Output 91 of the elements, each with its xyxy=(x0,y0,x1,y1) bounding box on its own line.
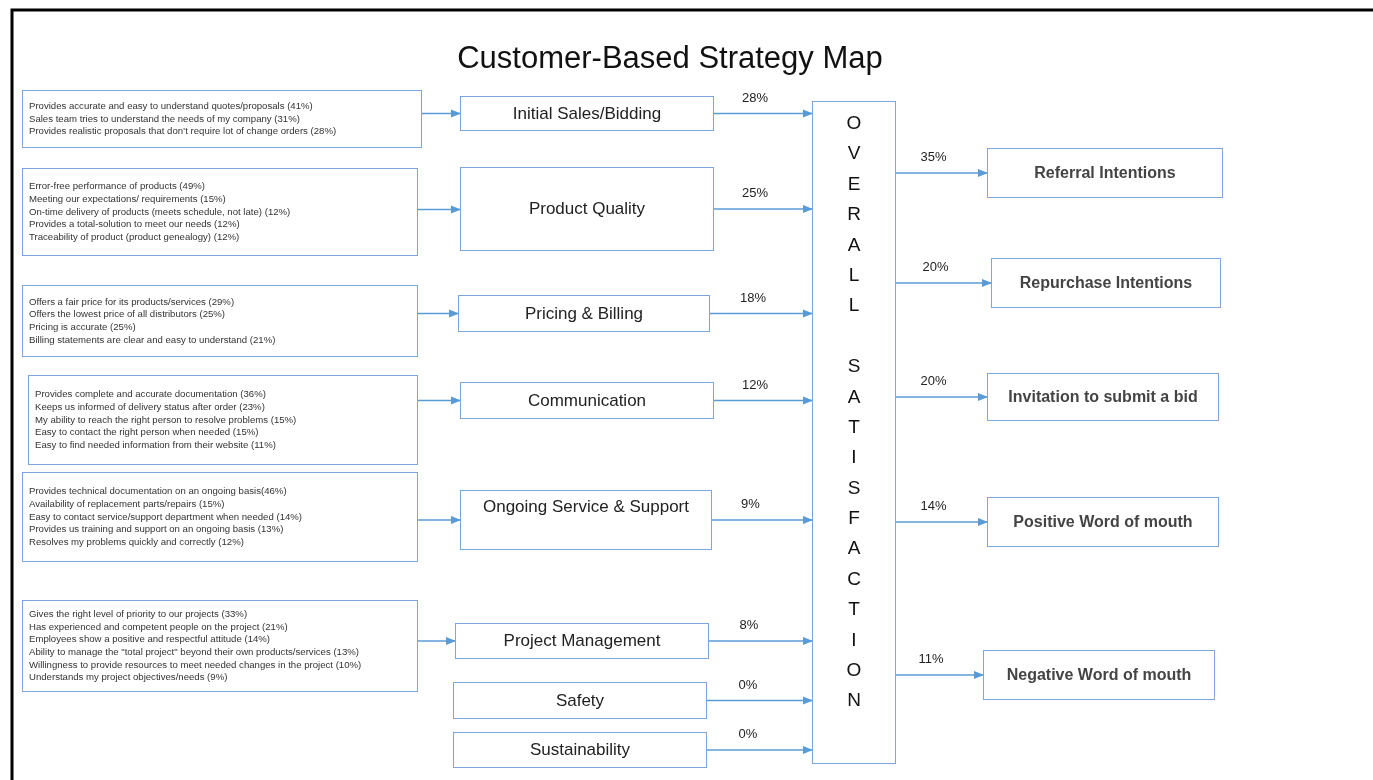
attribute-text: Has experienced and competent people on the project (21%) xyxy=(29,620,289,634)
attribute-text: Offers a fair price for its products/services (29%) xyxy=(29,295,236,309)
driver-label: Product Quality xyxy=(528,199,646,219)
driver-label: Ongoing Service & Support xyxy=(483,497,689,517)
outcome-box xyxy=(983,650,1215,700)
driver-box xyxy=(453,732,707,768)
attribute-text: Easy to contact service/support department when needed (14%) xyxy=(29,510,304,524)
attribute-text: Offers the lowest price of all distributors (25%) xyxy=(29,308,227,321)
arrow xyxy=(895,168,989,178)
attribute-text: On-time delivery of products (meets schedule, not late) (12%) xyxy=(29,205,292,219)
attribute-text: Easy to find needed information from their website (11%) xyxy=(35,439,277,452)
attribute-text: Meeting our expectations/ requirements (15%) xyxy=(29,193,227,206)
diagram-title: Customer-Based Strategy Map xyxy=(457,40,883,76)
arrow xyxy=(417,636,457,646)
attribute-text: Ability to manage the "total project" beyond their own products/services (13%) xyxy=(29,646,360,659)
driver-box xyxy=(453,682,707,719)
attribute-list-box xyxy=(22,90,422,148)
outcome-label: Negative Word of mouth xyxy=(1006,666,1192,684)
driver-label: Initial Sales/Bidding xyxy=(512,103,662,124)
edge-label: 9% xyxy=(740,496,761,511)
attribute-list-box xyxy=(28,375,418,465)
edge-label: 25% xyxy=(741,185,770,200)
attribute-list-box xyxy=(22,600,418,692)
edge-label: 14% xyxy=(919,498,948,513)
arrow xyxy=(709,309,814,318)
edge-label: 0% xyxy=(737,726,759,741)
arrow xyxy=(713,204,814,214)
arrow xyxy=(895,392,989,402)
attribute-text: Error-free performance of products (49%) xyxy=(29,180,206,193)
arrow xyxy=(711,515,814,525)
outcome-box xyxy=(987,497,1219,547)
driver-label: Pricing & Billing xyxy=(524,303,644,324)
attribute-text: Availability of replacement parts/repairs (15%) xyxy=(29,498,226,511)
edge-label: 20% xyxy=(919,373,948,388)
outcome-label: Referral Intentions xyxy=(1034,164,1176,182)
attribute-text: Traceability of product (product genealogy) (12%) xyxy=(29,231,241,244)
edge-label: 11% xyxy=(917,651,945,666)
satisfaction-box xyxy=(812,101,896,764)
arrow xyxy=(417,205,462,214)
attribute-text: Keeps us informed of delivery status after order (23%) xyxy=(35,401,266,414)
outcome-box xyxy=(987,373,1219,421)
arrow xyxy=(713,396,814,405)
attribute-text: Easy to contact the right person when needed (15%) xyxy=(35,426,260,439)
attribute-text: My ability to reach the right person to resolve problems (15%) xyxy=(35,413,298,427)
attribute-text: Sales team tries to understand the needs of my company (31%) xyxy=(29,112,301,126)
edge-label: 8% xyxy=(738,617,760,632)
driver-label: Project Management xyxy=(503,631,661,651)
attribute-text: Provides technical documentation on an ongoing basis(46%) xyxy=(29,485,288,498)
attribute-text: Resolves my problems quickly and correctly (12%) xyxy=(29,536,245,549)
attribute-list-box xyxy=(22,168,418,256)
driver-box xyxy=(460,96,714,131)
attribute-text: Provides accurate and easy to understand quotes/proposals (41%) xyxy=(29,100,314,113)
attribute-text: Understands my project objectives/needs (9%) xyxy=(29,671,229,684)
attribute-text: Provides complete and accurate documentation (36%) xyxy=(35,388,267,401)
arrow xyxy=(417,309,460,318)
attribute-list-box xyxy=(22,472,418,562)
outcome-box xyxy=(991,258,1221,308)
driver-label: Communication xyxy=(527,390,647,411)
arrow xyxy=(421,109,462,118)
arrow xyxy=(895,517,989,527)
vertical-label: OVERALL SATISFACTION xyxy=(845,111,863,713)
outcome-label: Repurchase Intentions xyxy=(1019,274,1193,292)
attribute-text: Provides a total-solution to meet our needs (12%) xyxy=(29,218,241,231)
attribute-text: Provides realistic proposals that don’t require lot of change orders (28%) xyxy=(29,125,338,138)
driver-box xyxy=(460,382,714,419)
arrow xyxy=(417,396,462,405)
attribute-text: Provides us training and support on an ongoing basis (13%) xyxy=(29,523,285,536)
attribute-text: Willingness to provide resources to meet needed changes in the project (10%) xyxy=(29,658,363,672)
edge-label: 20% xyxy=(921,259,950,274)
driver-box xyxy=(460,167,714,251)
attribute-list-box xyxy=(22,285,418,357)
driver-box xyxy=(458,295,710,332)
arrow xyxy=(417,515,462,525)
driver-label: Safety xyxy=(555,690,605,711)
attribute-text: Gives the right level of priority to our projects (33%) xyxy=(29,608,249,621)
attribute-text: Employees show a positive and respectful attitude (14%) xyxy=(29,633,272,646)
attribute-text: Pricing is accurate (25%) xyxy=(29,321,137,334)
outcome-box xyxy=(987,148,1223,198)
arrow xyxy=(708,636,814,646)
arrow xyxy=(706,696,814,705)
arrow xyxy=(706,745,814,755)
driver-box xyxy=(455,623,709,659)
outcome-label: Invitation to submit a bid xyxy=(1008,388,1198,406)
attribute-text: Billing statements are clear and easy to understand (21%) xyxy=(29,333,277,347)
edge-label: 35% xyxy=(919,149,948,164)
driver-box xyxy=(460,490,712,550)
driver-label: Sustainability xyxy=(529,740,631,760)
arrow xyxy=(713,109,814,118)
arrow xyxy=(895,670,985,680)
outcome-label: Positive Word of mouth xyxy=(1013,513,1193,531)
arrow xyxy=(895,278,993,288)
